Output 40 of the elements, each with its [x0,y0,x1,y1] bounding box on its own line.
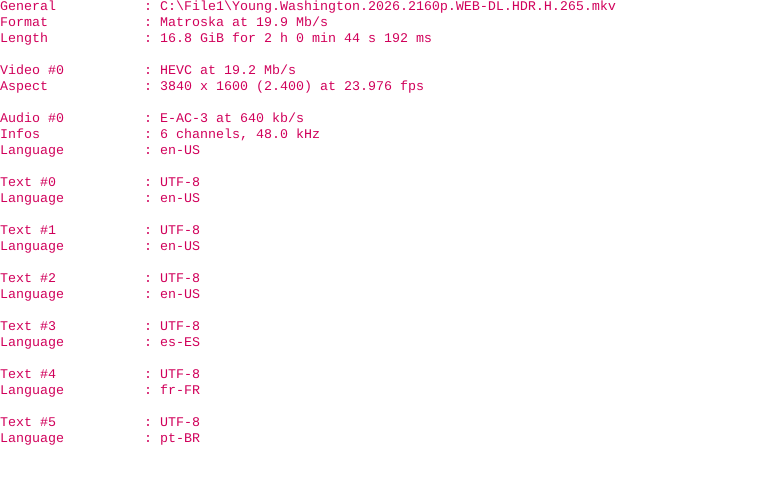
field-name: Text #3 [0,320,56,336]
field-value: : en-US [144,144,200,160]
field-value: : UTF-8 [144,368,200,384]
field-value: : en-US [144,192,200,208]
field-value: : UTF-8 [144,272,200,288]
field-name: General [0,0,56,16]
field-value: : pt-BR [144,432,200,448]
field-name: Infos [0,128,40,144]
field-value: : en-US [144,240,200,256]
field-name: Text #2 [0,272,56,288]
field-value: : en-US [144,288,200,304]
field-name: Audio #0 [0,112,64,128]
field-value: : 6 channels, 48.0 kHz [144,128,320,144]
field-value: : es-ES [144,336,200,352]
field-value: : UTF-8 [144,176,200,192]
field-value: : 3840 x 1600 (2.400) at 23.976 fps [144,80,424,96]
field-name: Language [0,288,64,304]
field-name: Language [0,240,64,256]
field-value: : Matroska at 19.9 Mb/s [144,16,328,32]
field-value: : UTF-8 [144,224,200,240]
field-name: Text #5 [0,416,56,432]
field-name: Language [0,336,64,352]
field-name: Text #0 [0,176,56,192]
field-name: Aspect [0,80,48,96]
field-value: : UTF-8 [144,416,200,432]
field-value: : fr-FR [144,384,200,400]
field-name: Video #0 [0,64,64,80]
field-name: Format [0,16,48,32]
field-value: : 16.8 GiB for 2 h 0 min 44 s 192 ms [144,32,432,48]
field-name: Text #4 [0,368,56,384]
field-name: Language [0,192,64,208]
field-value: : C:\File1\Young.Washington.2026.2160p.WEB-DL.HDR.H.265.mkv [144,0,616,16]
field-name: Language [0,144,64,160]
field-value: : HEVC at 19.2 Mb/s [144,64,296,80]
field-name: Length [0,32,48,48]
field-name: Language [0,384,64,400]
field-name: Language [0,432,64,448]
field-name: Text #1 [0,224,56,240]
field-value: : E-AC-3 at 640 kb/s [144,112,304,128]
field-value: : UTF-8 [144,320,200,336]
